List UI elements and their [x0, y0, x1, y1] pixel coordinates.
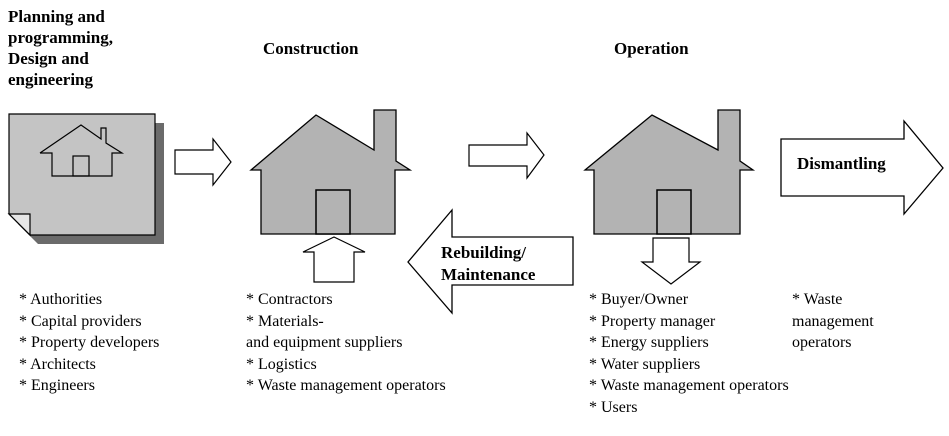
construction-house-body [249, 109, 413, 235]
construction-heading: Construction [263, 39, 359, 58]
construction-house-door [315, 189, 351, 235]
rebuilding-label: Rebuilding/ [441, 243, 526, 262]
list-item: * Water suppliers [589, 355, 701, 373]
list-item: * Materials- [246, 312, 324, 330]
list-item: * Logistics [246, 355, 317, 373]
planning-stakeholders-list: * Authorities * Capital providers * Prop… [19, 289, 159, 397]
list-item: * Waste management operators [589, 377, 789, 394]
list-item: * Waste [792, 291, 843, 308]
arrow-contractors-to-construction [302, 236, 366, 283]
dismantling-label: Dismantling [797, 154, 886, 173]
arrow-operation-to-users [640, 237, 702, 285]
list-item: * Property manager [589, 312, 716, 330]
list-item: * Authorities [19, 291, 103, 308]
arrow-planning-to-construction [174, 137, 232, 187]
planning-heading: Planning and programming, Design and eng… [8, 7, 113, 89]
list-item: * Property developers [19, 334, 160, 351]
blueprint-sheet-fold [7, 213, 31, 237]
list-item: and equipment suppliers [246, 334, 403, 351]
operation-house-icon [583, 109, 756, 235]
blueprint-house-sketch [39, 124, 125, 177]
list-item: * Capital providers [19, 312, 142, 330]
dismantling-stakeholders-list: * Waste management operators [792, 289, 874, 354]
operation-house-body [583, 109, 756, 235]
list-item: * Energy suppliers [589, 334, 709, 351]
list-item: * Users [589, 398, 638, 416]
maintenance-label: Maintenance [441, 265, 536, 284]
list-item: management [792, 312, 874, 330]
operation-house-door [656, 189, 692, 235]
list-item: * Waste management operators [246, 377, 446, 394]
list-item: * Engineers [19, 377, 95, 394]
operation-heading: Operation [614, 39, 689, 58]
blueprint-sheet-icon [7, 113, 164, 244]
list-item: operators [792, 334, 852, 351]
list-item: * Contractors [246, 291, 333, 308]
list-item: * Buyer/Owner [589, 291, 689, 308]
construction-stakeholders-list: * Contractors * Materials- and equipment… [246, 289, 446, 397]
rebuilding-maintenance-arrow: Rebuilding/ Maintenance [407, 208, 574, 315]
construction-house-icon [249, 109, 413, 235]
operation-stakeholders-list: * Buyer/Owner * Property manager * Energ… [589, 289, 789, 418]
arrow-construction-to-operation [468, 131, 545, 180]
dismantling-arrow: Dismantling [780, 119, 944, 216]
list-item: * Architects [19, 355, 96, 373]
blueprint-sheet [8, 113, 156, 236]
